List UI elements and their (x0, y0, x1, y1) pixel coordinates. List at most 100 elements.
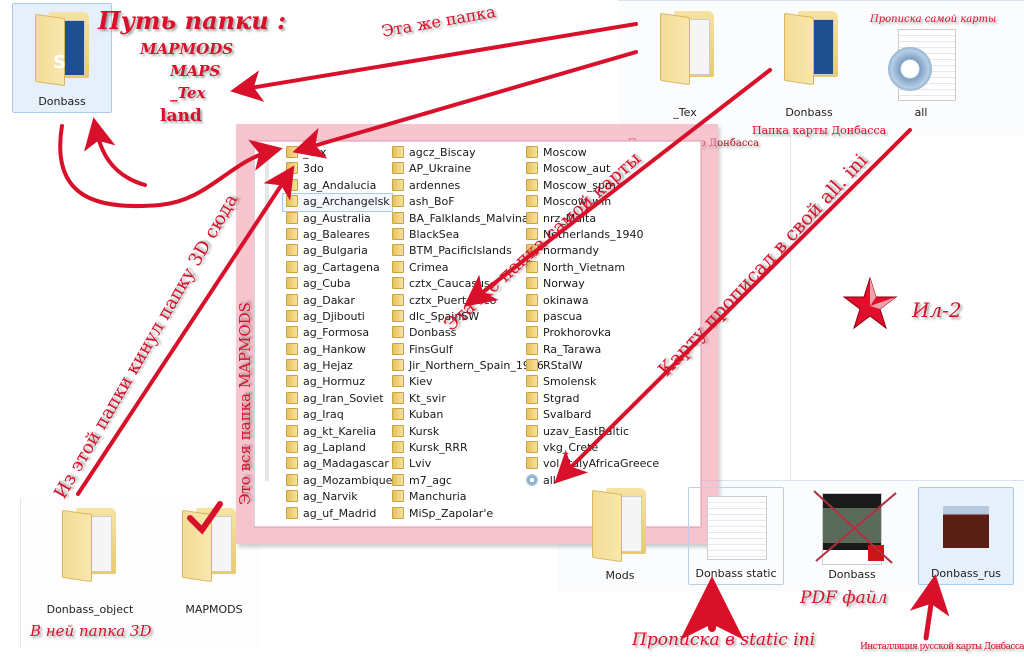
pdf-file-icon (822, 493, 882, 565)
list-item[interactable]: Kuban (389, 407, 544, 423)
folder-icon (526, 162, 538, 175)
donbass-pdf-file[interactable]: Donbass (800, 487, 904, 585)
list-item[interactable]: pascua (523, 309, 659, 325)
list-item-label: Manchuria (409, 490, 467, 504)
list-item[interactable]: ag_Bulgaria (283, 243, 392, 259)
list-item[interactable]: ag_Cuba (283, 276, 392, 292)
list-item-label: ag_Narvik (303, 490, 358, 504)
folder-icon (62, 508, 118, 583)
list-item[interactable]: ag_Narvik (283, 489, 392, 505)
list-item[interactable]: Crimea (389, 260, 544, 276)
list-item[interactable]: ag_Australia (283, 211, 392, 227)
folder-icon (392, 375, 404, 388)
list-item[interactable]: vol_ItalyAfricaGreece (523, 456, 659, 472)
list-item[interactable]: ag_Cartagena (283, 260, 392, 276)
list-item-label: AP_Ukraine (409, 162, 472, 176)
folder-icon (392, 326, 404, 339)
list-item[interactable]: ag_Mozambique (283, 473, 392, 489)
list-item[interactable]: Kiev (389, 374, 544, 390)
list-item[interactable]: all (523, 473, 659, 489)
tex-folder[interactable]: _Tex (640, 5, 730, 123)
file-label: Mods (605, 569, 635, 582)
gear-icon (888, 47, 932, 91)
donbass-static-file[interactable]: Donbass static (688, 487, 784, 585)
list-item[interactable]: North_Vietnam (523, 260, 659, 276)
list-item[interactable]: Lviv (389, 456, 544, 472)
folder-icon (526, 211, 538, 224)
list-item[interactable]: ag_Hejaz (283, 358, 392, 374)
list-item[interactable]: m7_agc (389, 473, 544, 489)
list-item[interactable]: Prokhorovka (523, 325, 659, 341)
list-item[interactable]: ag_Lapland (283, 440, 392, 456)
list-item[interactable]: Kursk (389, 424, 544, 440)
list-item-label: Kuban (409, 408, 444, 422)
list-item[interactable]: Manchuria (389, 489, 544, 505)
list-item[interactable]: ag_Dakar (283, 293, 392, 309)
list-item[interactable]: ag_uf_Madrid (283, 506, 392, 522)
arrow-tex-to-list (292, 50, 638, 159)
list-item[interactable]: Norway (523, 276, 659, 292)
list-item[interactable]: _Tex (283, 145, 392, 161)
folder-icon (392, 195, 404, 208)
annotation-il2: Ил-2 (912, 298, 962, 322)
path-step-1: MAPMODS (140, 40, 234, 58)
list-item[interactable]: Kt_svir (389, 391, 544, 407)
folder-icon (286, 473, 298, 486)
mods-folder[interactable]: Mods (570, 486, 670, 586)
list-item[interactable]: agcz_Biscay (389, 145, 544, 161)
list-item[interactable]: 3do (283, 161, 392, 177)
list-item[interactable]: Ra_Tarawa (523, 342, 659, 358)
list-item[interactable]: RStalW (523, 358, 659, 374)
list-item[interactable]: uzav_EastBaltic (523, 424, 659, 440)
list-item[interactable]: nrz_Malta (523, 211, 659, 227)
list-item[interactable]: BlackSea (389, 227, 544, 243)
list-item[interactable]: okinawa (523, 293, 659, 309)
donbass-rus-installer[interactable]: Donbass_rus (918, 487, 1014, 585)
list-item[interactable]: dlc_SpainSW (389, 309, 544, 325)
list-item[interactable]: ag_Hormuz (283, 374, 392, 390)
list-item-label: North_Vietnam (543, 260, 626, 274)
list-item[interactable]: Kursk_RRR (389, 440, 544, 456)
annotation-pdf: PDF файл (800, 588, 888, 608)
list-item-label: ag_Dakar (303, 293, 355, 307)
list-item[interactable]: ag_Madagascar (283, 456, 392, 472)
list-item[interactable]: AP_Ukraine (389, 161, 544, 177)
list-item[interactable]: Smolensk (523, 374, 659, 390)
scrollbar[interactable] (265, 151, 269, 481)
mapmods-folder[interactable]: MAPMODS (164, 500, 264, 620)
list-item[interactable]: Jir_Northern_Spain_1936 (389, 358, 544, 374)
donbass-object-folder[interactable]: Donbass_object (40, 500, 140, 620)
list-item[interactable]: Donbass (389, 325, 544, 341)
list-item[interactable]: ag_Baleares (283, 227, 392, 243)
list-item[interactable]: ag_Andalucia (283, 178, 392, 194)
list-item[interactable]: ag_Hankow (283, 342, 392, 358)
annotation-from-this-folder: Из этой папки кинул папку 3D сюда (50, 190, 243, 503)
list-item[interactable]: ag_Djibouti (283, 309, 392, 325)
file-label: Donbass_object (46, 603, 134, 616)
list-item[interactable]: MiSp_Zapolar'e (389, 506, 544, 522)
donbass-folder-top-left[interactable]: S Donbass (12, 3, 112, 113)
list-item[interactable]: BA_Falklands_Malvinas (389, 211, 544, 227)
list-item[interactable]: ag_kt_Karelia (283, 424, 392, 440)
folder-icon (286, 424, 298, 437)
list-item[interactable]: FinsGulf (389, 342, 544, 358)
folder-icon (286, 375, 298, 388)
list-item[interactable]: ag_Iran_Soviet (283, 391, 392, 407)
folder-icon (286, 408, 298, 421)
list-item-label: ag_Hejaz (303, 359, 353, 373)
list-item[interactable]: vkg_Crete (523, 440, 659, 456)
list-item[interactable]: ash_BoF (389, 194, 544, 210)
donbass-map-folder[interactable]: Donbass (764, 5, 854, 123)
list-item[interactable]: ardennes (389, 178, 544, 194)
list-item[interactable]: ag_Formosa (283, 325, 392, 341)
annotation-static-ini: Прописка в static ini (632, 630, 816, 650)
folder-icon (286, 391, 298, 404)
list-item[interactable]: ag_Iraq (283, 407, 392, 423)
all-ini-file[interactable]: all (876, 5, 966, 123)
list-item[interactable]: Svalbard (523, 407, 659, 423)
list-item[interactable]: cztx_Caucasus (389, 276, 544, 292)
list-item-label: m7_agc (409, 473, 452, 487)
list-item[interactable]: Stgrad (523, 391, 659, 407)
list-item-label: ag_Iraq (303, 408, 344, 422)
list-item[interactable]: ag_Archangelsk (281, 193, 394, 212)
